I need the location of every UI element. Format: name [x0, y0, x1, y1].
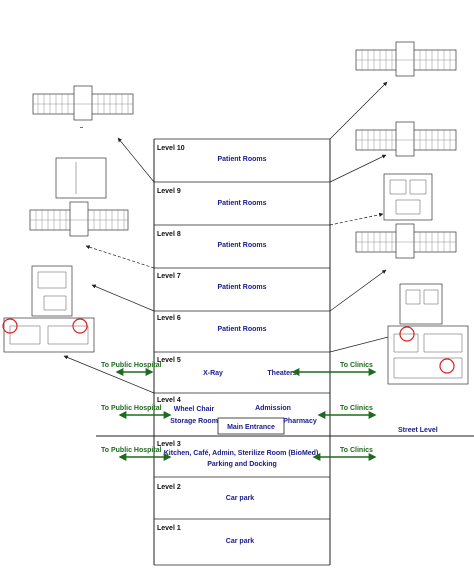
street-level-label: Street Level [398, 427, 438, 434]
leader-level-6-plan [91, 284, 155, 312]
plan-left-3-lower [3, 317, 95, 353]
floor-plan-right-1 [355, 41, 457, 77]
level-1-label: Level 1 [157, 525, 181, 532]
floor-plan-right-3 [355, 173, 457, 259]
leader-level-4-plan-left [63, 355, 155, 394]
level-3-clinics-label: To Clinics [340, 447, 373, 454]
level-5-room-theaters: Theaters [267, 370, 296, 377]
plan-left-1-caption-mark: ▬ [80, 125, 83, 129]
floor-plan-left-3 [2, 265, 95, 353]
leader-level-7-plan [85, 245, 155, 269]
level-4-room-storage: Storage Room [170, 418, 218, 425]
level-4-room-pharmacy: Pharmacy [283, 418, 317, 425]
level-8-label: Level 8 [157, 231, 181, 238]
level-2-label: Level 2 [157, 484, 181, 491]
level-4-clinics-label: To Clinics [340, 405, 373, 412]
level-8-room: Patient Rooms [217, 242, 266, 249]
floor-plan-right-4 [387, 283, 469, 385]
building-section [96, 138, 474, 566]
plan-left-3-rooms [9, 271, 89, 345]
level-4-public-hospital-label: To Public Hospital [101, 405, 162, 412]
level-4-room-admission: Admission [255, 405, 291, 412]
plan-right-3-rooms [389, 179, 427, 215]
plan-left-2-core [69, 201, 89, 237]
plan-left-2-rooms [35, 210, 125, 230]
level-6-room: Patient Rooms [217, 326, 266, 333]
level-10-room: Patient Rooms [217, 156, 266, 163]
leader-level-6-plan-right [329, 269, 387, 312]
level-5-public-hospital-label: To Public Hospital [101, 362, 162, 369]
floor-plan-left-1: ▬ [32, 85, 134, 129]
level-3-public-hospital-label: To Public Hospital [101, 447, 162, 454]
plan-right-4-rooms [393, 289, 463, 379]
leader-level-9-plan [117, 137, 155, 183]
plan-left-2-block [55, 157, 107, 199]
level-6-label: Level 6 [157, 315, 181, 322]
level-3-label: Level 3 [157, 441, 181, 448]
level-1-room: Car park [226, 538, 255, 545]
floor-plan-left-2 [29, 157, 129, 237]
plan-left-1-rooms [37, 94, 129, 114]
level-2-room: Car park [226, 495, 255, 502]
plan-left-3-highlight-a [2, 318, 18, 334]
plan-right-3-rooms-hatch [361, 232, 451, 252]
level-4-room-main-entrance: Main Entrance [227, 424, 275, 431]
leader-level-8-plan [329, 212, 384, 226]
plan-left-1-core [73, 85, 93, 121]
plan-right-4-lower [387, 325, 469, 385]
plan-right-4-highlight-b [439, 358, 455, 374]
level-3-room-parking: Parking and Docking [207, 461, 277, 468]
level-5-label: Level 5 [157, 357, 181, 364]
plan-right-3-block [383, 173, 433, 221]
level-9-room: Patient Rooms [217, 200, 266, 207]
room-labels: Patient Rooms Patient Rooms Patient Room… [164, 156, 321, 545]
plan-right-3-core [395, 223, 415, 259]
level-5-room-xray: X-Ray [203, 370, 223, 377]
level-10-label: Level 10 [157, 145, 185, 152]
level-7-label: Level 7 [157, 273, 181, 280]
level-7-room: Patient Rooms [217, 284, 266, 291]
plan-left-3-upper [31, 265, 73, 317]
plan-right-4-highlight-a [399, 326, 415, 342]
plan-leaders [63, 81, 397, 394]
connection-links: To Public Hospital To Clinics To Public … [101, 362, 438, 461]
plan-right-1-core [395, 41, 415, 77]
level-9-label: Level 9 [157, 188, 181, 195]
floor-plan-right-2 [355, 121, 457, 157]
plan-right-2-core [395, 121, 415, 157]
main-entrance-box [217, 417, 285, 435]
level-5-clinics-label: To Clinics [340, 362, 373, 369]
plan-left-3-highlight-b [72, 318, 88, 334]
level-3-room-services: Kitchen, Café, Admin, Sterilize Room (Bi… [164, 450, 321, 457]
plan-right-2-rooms [361, 130, 451, 150]
plan-right-1-rooms [361, 50, 451, 70]
level-4-label: Level 4 [157, 397, 181, 404]
leader-level-10-plan [329, 81, 388, 140]
level-labels: Level 10 Level 9 Level 8 Level 7 Level 6… [157, 145, 185, 532]
level-4-room-wheel-chair: Wheel Chair [174, 406, 215, 413]
leader-level-5-plan [329, 333, 397, 353]
leader-level-9-plan-right [329, 154, 387, 183]
